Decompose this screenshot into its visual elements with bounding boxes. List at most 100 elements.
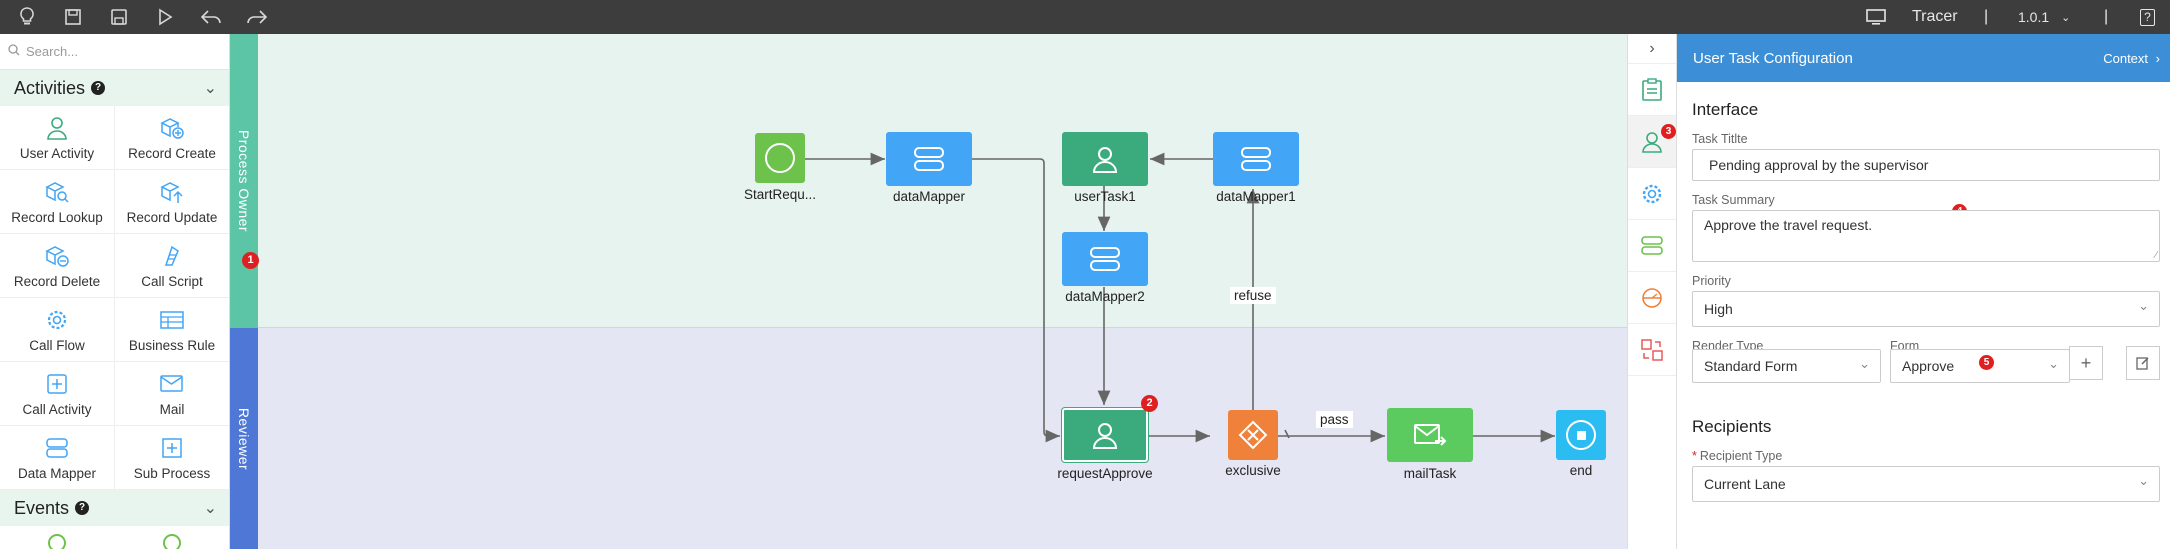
process-canvas[interactable]: Process Owner Reviewer 1 StartRequ... bbox=[230, 34, 1627, 549]
lane-label-process-owner[interactable]: Process Owner bbox=[230, 34, 258, 328]
chevron-right-icon: › bbox=[2155, 50, 2160, 66]
element-palette: Search... Activities ? ⌄ User Activity R… bbox=[0, 34, 230, 549]
annotation-badge: 1 bbox=[242, 252, 259, 269]
data-mapper1-node[interactable] bbox=[1213, 132, 1299, 186]
events-preview bbox=[0, 526, 229, 549]
tool-label: Record Update bbox=[126, 209, 218, 225]
rail-collapse[interactable]: › bbox=[1628, 34, 1676, 64]
data-mapper1-label: dataMapper1 bbox=[1216, 189, 1296, 204]
events-section-header[interactable]: Events ? ⌄ bbox=[0, 490, 229, 526]
recipient-type-select[interactable]: Current Lane ⌄ bbox=[1692, 466, 2160, 502]
tool-label: Business Rule bbox=[128, 337, 216, 353]
edit-form-button[interactable] bbox=[2126, 346, 2160, 380]
help-icon[interactable]: ? bbox=[91, 81, 106, 95]
lane-label-reviewer[interactable]: Reviewer bbox=[230, 328, 258, 549]
config-panel: User Task Configuration Context › Interf… bbox=[1677, 34, 2170, 549]
record-lookup-icon bbox=[45, 181, 69, 203]
tracer-button[interactable]: Tracer bbox=[1912, 8, 1958, 25]
tool-mail[interactable]: Mail bbox=[115, 362, 229, 426]
tool-record-lookup[interactable]: Record Lookup bbox=[0, 170, 115, 234]
start-event[interactable] bbox=[755, 133, 805, 183]
task-title-label: Task Titlte bbox=[1692, 132, 1748, 146]
request-approve-node[interactable] bbox=[1062, 408, 1148, 462]
play-icon[interactable] bbox=[150, 2, 180, 32]
tool-user-activity[interactable]: User Activity bbox=[0, 106, 115, 170]
render-type-select[interactable]: Standard Form ⌄ bbox=[1692, 349, 1881, 383]
add-form-button[interactable]: + bbox=[2069, 346, 2103, 380]
help-icon[interactable]: ? bbox=[75, 501, 90, 515]
start-event-label: StartRequ... bbox=[743, 187, 817, 202]
tool-sub-process[interactable]: Sub Process bbox=[115, 426, 229, 490]
context-link[interactable]: Context › bbox=[2103, 50, 2160, 66]
tool-business-rule[interactable]: Business Rule bbox=[115, 298, 229, 362]
chevron-down-icon[interactable]: ⌄ bbox=[203, 500, 217, 517]
tool-call-activity[interactable]: Call Activity bbox=[0, 362, 115, 426]
pass-edge-label[interactable]: pass bbox=[1316, 411, 1353, 428]
toolbar-separator-2: | bbox=[2104, 8, 2109, 25]
tool-label: Call Script bbox=[141, 273, 203, 289]
tool-label: Data Mapper bbox=[17, 465, 97, 481]
interface-title: Interface bbox=[1692, 100, 1759, 119]
gear-icon bbox=[47, 310, 67, 329]
chevron-down-icon: ⌄ bbox=[2138, 473, 2149, 488]
version-select[interactable]: 1.0.1 ⌄ bbox=[2018, 0, 2070, 34]
resize-handle-icon[interactable]: ∕ bbox=[2155, 250, 2157, 261]
diamond-x-icon bbox=[1238, 420, 1268, 450]
redo-icon[interactable] bbox=[242, 2, 272, 32]
mail-icon bbox=[160, 374, 183, 392]
lightbulb-icon[interactable] bbox=[12, 2, 42, 32]
save-icon[interactable] bbox=[58, 2, 88, 32]
mail-task-label: mailTask bbox=[1403, 466, 1457, 481]
version-value: 1.0.1 bbox=[2018, 9, 2050, 25]
save-as-icon[interactable] bbox=[104, 2, 134, 32]
monitor-icon[interactable] bbox=[1866, 0, 1886, 34]
user-icon bbox=[47, 116, 67, 140]
property-rail: › 3 bbox=[1627, 34, 1677, 549]
refuse-edge-label[interactable]: refuse bbox=[1230, 287, 1276, 304]
tool-record-update[interactable]: Record Update bbox=[115, 170, 229, 234]
stop-circle-icon bbox=[1566, 420, 1596, 450]
tool-call-script[interactable]: Call Script bbox=[115, 234, 229, 298]
activities-section-header[interactable]: Activities ? ⌄ bbox=[0, 70, 229, 106]
top-toolbar: Tracer | 1.0.1 ⌄ | ? bbox=[0, 0, 2170, 34]
rail-item-settings[interactable] bbox=[1628, 168, 1676, 220]
tool-label: Call Flow bbox=[29, 337, 85, 353]
task-summary-label: Task Summary bbox=[1692, 193, 1775, 207]
end-event[interactable] bbox=[1556, 410, 1606, 460]
help-button[interactable]: ? bbox=[2140, 0, 2155, 34]
recipient-type-label: *Recipient Type bbox=[1692, 449, 1783, 463]
exclusive-gateway[interactable] bbox=[1228, 410, 1278, 460]
record-delete-icon bbox=[45, 245, 69, 267]
user-task1-node[interactable] bbox=[1062, 132, 1148, 186]
toolbar-separator: | bbox=[1984, 8, 1989, 25]
events-title: Events bbox=[14, 497, 70, 518]
tool-label: Record Delete bbox=[13, 273, 101, 289]
recipients-title: Recipients bbox=[1692, 417, 1772, 436]
palette-search[interactable]: Search... bbox=[0, 34, 229, 70]
tool-record-create[interactable]: Record Create bbox=[115, 106, 229, 170]
tool-data-mapper[interactable]: Data Mapper bbox=[0, 426, 115, 490]
data-mapper2-node[interactable] bbox=[1062, 232, 1148, 286]
annotation-badge: 3 bbox=[1661, 124, 1676, 139]
rail-item-data-mapper[interactable] bbox=[1628, 220, 1676, 272]
edit-icon bbox=[2136, 357, 2149, 370]
task-title-input[interactable]: Pending approval by the supervisor bbox=[1692, 149, 2160, 181]
tool-call-flow[interactable]: Call Flow bbox=[0, 298, 115, 362]
priority-select[interactable]: High ⌄ bbox=[1692, 291, 2160, 327]
search-input[interactable]: Search... bbox=[26, 44, 79, 59]
chevron-down-icon: ⌄ bbox=[2061, 11, 2071, 24]
undo-icon[interactable] bbox=[196, 2, 226, 32]
chevron-down-icon[interactable]: ⌄ bbox=[203, 80, 217, 97]
rail-item-exchange[interactable] bbox=[1628, 324, 1676, 376]
user-task1-label: userTask1 bbox=[1074, 189, 1136, 204]
mail-send-icon bbox=[1414, 424, 1447, 446]
data-mapper-node[interactable] bbox=[886, 132, 972, 186]
mail-task-node[interactable] bbox=[1387, 408, 1473, 462]
plus-icon bbox=[47, 373, 67, 394]
clock-icon bbox=[1642, 287, 1662, 308]
rail-item-user[interactable]: 3 bbox=[1628, 116, 1676, 168]
rail-item-general[interactable] bbox=[1628, 64, 1676, 116]
tool-record-delete[interactable]: Record Delete bbox=[0, 234, 115, 298]
rail-item-timer[interactable] bbox=[1628, 272, 1676, 324]
task-summary-textarea[interactable]: Approve the travel request. ∕ bbox=[1692, 210, 2160, 262]
